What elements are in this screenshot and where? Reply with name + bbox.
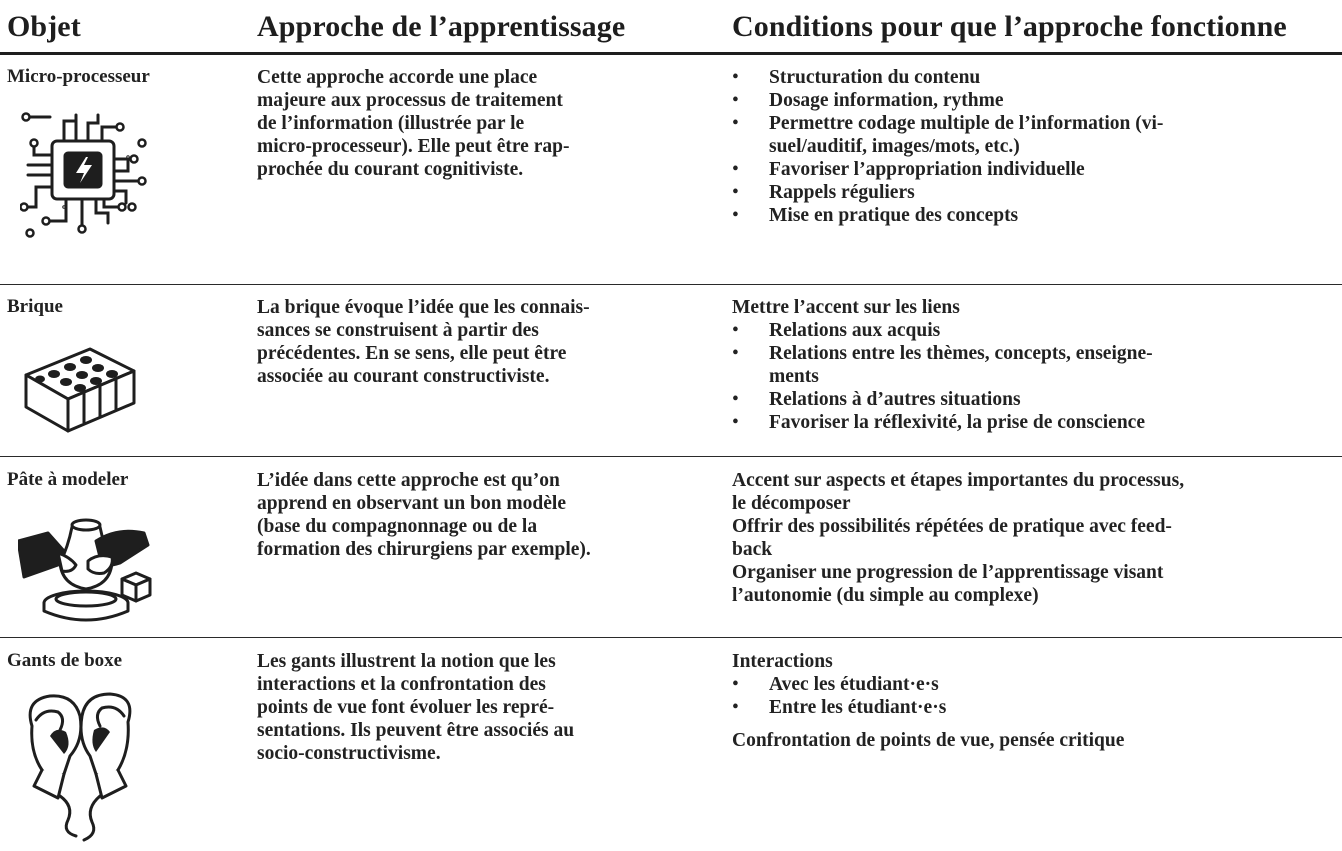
description-line: Les gants illustrent la notion que les <box>257 651 556 672</box>
description-line: Cette approche accorde une place <box>257 67 538 88</box>
condition-item: Mise en pratique des concepts <box>732 204 1337 227</box>
description-line: La brique évoque l’idée que les connais- <box>257 297 590 318</box>
condition-item: Rappels réguliers <box>732 181 1337 204</box>
boxing-gloves-icon <box>28 692 132 842</box>
table-row: Pâte à modeler L’idée dans cette approch… <box>0 457 1342 627</box>
condition-heading: Interactions <box>732 651 833 672</box>
condition-heading: Confrontation de points de vue, pensée c… <box>732 730 1125 751</box>
approach-description: Les gants illustrent la notion que les i… <box>257 650 697 765</box>
description-line: sentations. Ils peuvent être associés au <box>257 720 575 741</box>
conditions-list: Accent sur aspects et étapes importantes… <box>732 469 1337 607</box>
condition-item: Relations aux acquis <box>732 319 1337 342</box>
modeling-clay-hands-icon <box>18 518 152 622</box>
object-name: Pâte à modeler <box>7 469 129 490</box>
conditions-list: Interactions Avec les étudiant·e·s Entre… <box>732 650 1337 752</box>
description-line: formation des chirurgiens par exemple). <box>257 539 591 560</box>
condition-item: Structuration du contenu <box>732 66 1337 89</box>
row-divider <box>0 284 1342 285</box>
condition-item: Entre les étudiant·e·s <box>732 696 1337 719</box>
table-row: Micro-processeur <box>0 55 1342 272</box>
spacer <box>732 719 1337 729</box>
brick-icon <box>24 347 136 433</box>
description-line: micro-processeur). Elle peut être rap- <box>257 136 570 157</box>
description-line: de l’information (illustrée par le <box>257 113 525 134</box>
description-line: précédentes. En se sens, elle peut être <box>257 343 567 364</box>
condition-continuation: le décomposer <box>732 493 851 514</box>
condition-heading: Mettre l’accent sur les liens <box>732 297 960 318</box>
condition-item: Relations entre les thèmes, concepts, en… <box>732 342 1337 365</box>
table-row: Gants de boxe Les gants illustrent la no… <box>0 638 1342 851</box>
condition-continuation: suel/auditif, images/mots, etc.) <box>769 136 1020 157</box>
header-approche: Approche de l’apprentissage <box>257 10 626 43</box>
condition-continuation: back <box>732 539 773 560</box>
condition-item: Offrir des possibilités répétées de prat… <box>732 516 1172 537</box>
approach-description: Cette approche accorde une place majeure… <box>257 66 697 181</box>
description-line: interactions et la confrontation des <box>257 674 546 695</box>
approach-description: La brique évoque l’idée que les connais-… <box>257 296 697 388</box>
row-divider <box>0 456 1342 457</box>
header-rule <box>0 52 1342 55</box>
conditions-list: Structuration du contenu Dosage informat… <box>732 66 1337 227</box>
condition-item: Avec les étudiant·e·s <box>732 673 1337 696</box>
description-line: majeure aux processus de traitement <box>257 90 563 111</box>
description-line: (base du compagnonnage ou de la <box>257 516 538 537</box>
description-line: associée au courant constructiviste. <box>257 366 550 387</box>
object-name: Micro-processeur <box>7 66 150 87</box>
description-line: prochée du courant cognitiviste. <box>257 159 524 180</box>
condition-item: Permettre codage multiple de l’informati… <box>732 112 1337 135</box>
description-line: sances se construisent à partir des <box>257 320 539 341</box>
condition-item: Organiser une progression de l’apprentis… <box>732 562 1164 583</box>
condition-item: Favoriser la réflexivité, la prise de co… <box>732 411 1337 434</box>
conditions-list: Mettre l’accent sur les liens Relations … <box>732 296 1337 434</box>
microprocessor-icon <box>20 112 147 238</box>
condition-continuation: ments <box>769 366 819 387</box>
table-header: Objet Approche de l’apprentissage Condit… <box>0 2 1342 52</box>
condition-item: Favoriser l’appropriation individuelle <box>732 158 1337 181</box>
row-divider <box>0 637 1342 638</box>
condition-item: Dosage information, rythme <box>732 89 1337 112</box>
condition-item: Accent sur aspects et étapes importantes… <box>732 470 1185 491</box>
condition-item: Relations à d’autres situations <box>732 388 1337 411</box>
header-objet: Objet <box>7 10 81 43</box>
object-name: Gants de boxe <box>7 650 123 671</box>
table-row: Brique La brique évoque l’idée que les c… <box>0 285 1342 446</box>
description-line: socio-constructivisme. <box>257 743 441 764</box>
description-line: L’idée dans cette approche est qu’on <box>257 470 560 491</box>
condition-continuation: l’autonomie (du simple au complexe) <box>732 585 1039 606</box>
description-line: apprend en observant un bon modèle <box>257 493 566 514</box>
description-line: points de vue font évoluer les repré- <box>257 697 555 718</box>
approach-description: L’idée dans cette approche est qu’on app… <box>257 469 697 561</box>
header-conditions: Conditions pour que l’approche fonctionn… <box>732 10 1287 43</box>
object-name: Brique <box>7 296 63 317</box>
